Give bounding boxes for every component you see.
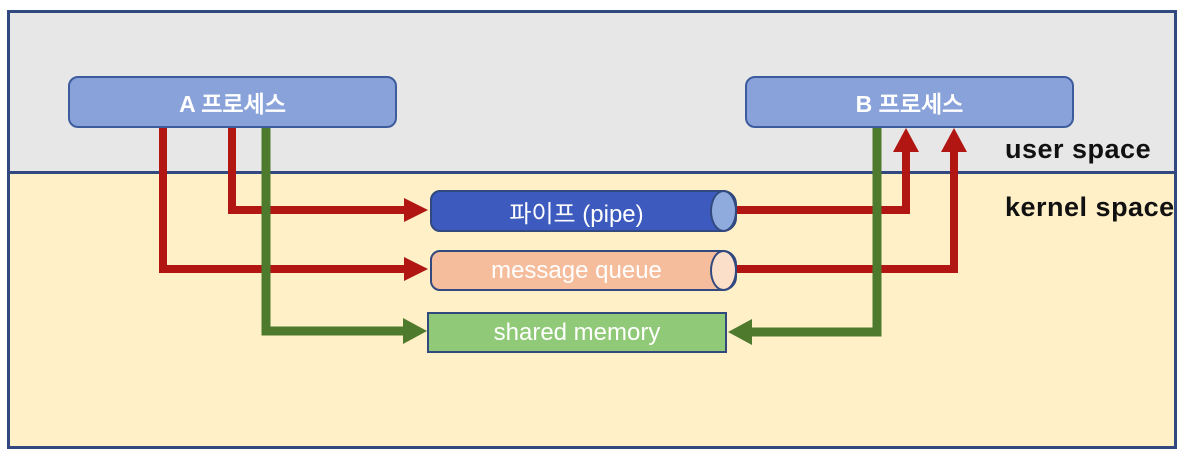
- arrow-a-to-shared-memory: [261, 126, 427, 344]
- process-b-label: B 프로세스: [855, 91, 964, 117]
- shared-memory-label: shared memory: [493, 318, 661, 346]
- arrow-a-to-message-queue: [159, 126, 428, 281]
- process-b-box: B 프로세스: [745, 76, 1074, 128]
- message-queue-label: message queue: [491, 256, 662, 284]
- pipe-cylinder-cap: [710, 190, 737, 232]
- pipe-label: 파이프 (pipe): [509, 200, 644, 228]
- process-a-box: A 프로세스: [68, 76, 397, 128]
- arrow-pipe-to-b: [734, 128, 919, 214]
- kernel-space-label: kernel space: [1005, 192, 1175, 222]
- arrow-message-queue-to-b: [734, 128, 967, 273]
- arrow-a-to-pipe: [228, 126, 428, 222]
- message-queue-cylinder-cap: [710, 250, 737, 291]
- shared-memory-box: shared memory: [427, 312, 727, 353]
- process-a-label: A 프로세스: [179, 91, 286, 117]
- message-queue-cylinder: message queue: [430, 250, 737, 291]
- arrow-b-to-shared-memory: [728, 126, 882, 345]
- user-space-label: user space: [1005, 134, 1152, 164]
- pipe-cylinder: 파이프 (pipe): [430, 190, 737, 232]
